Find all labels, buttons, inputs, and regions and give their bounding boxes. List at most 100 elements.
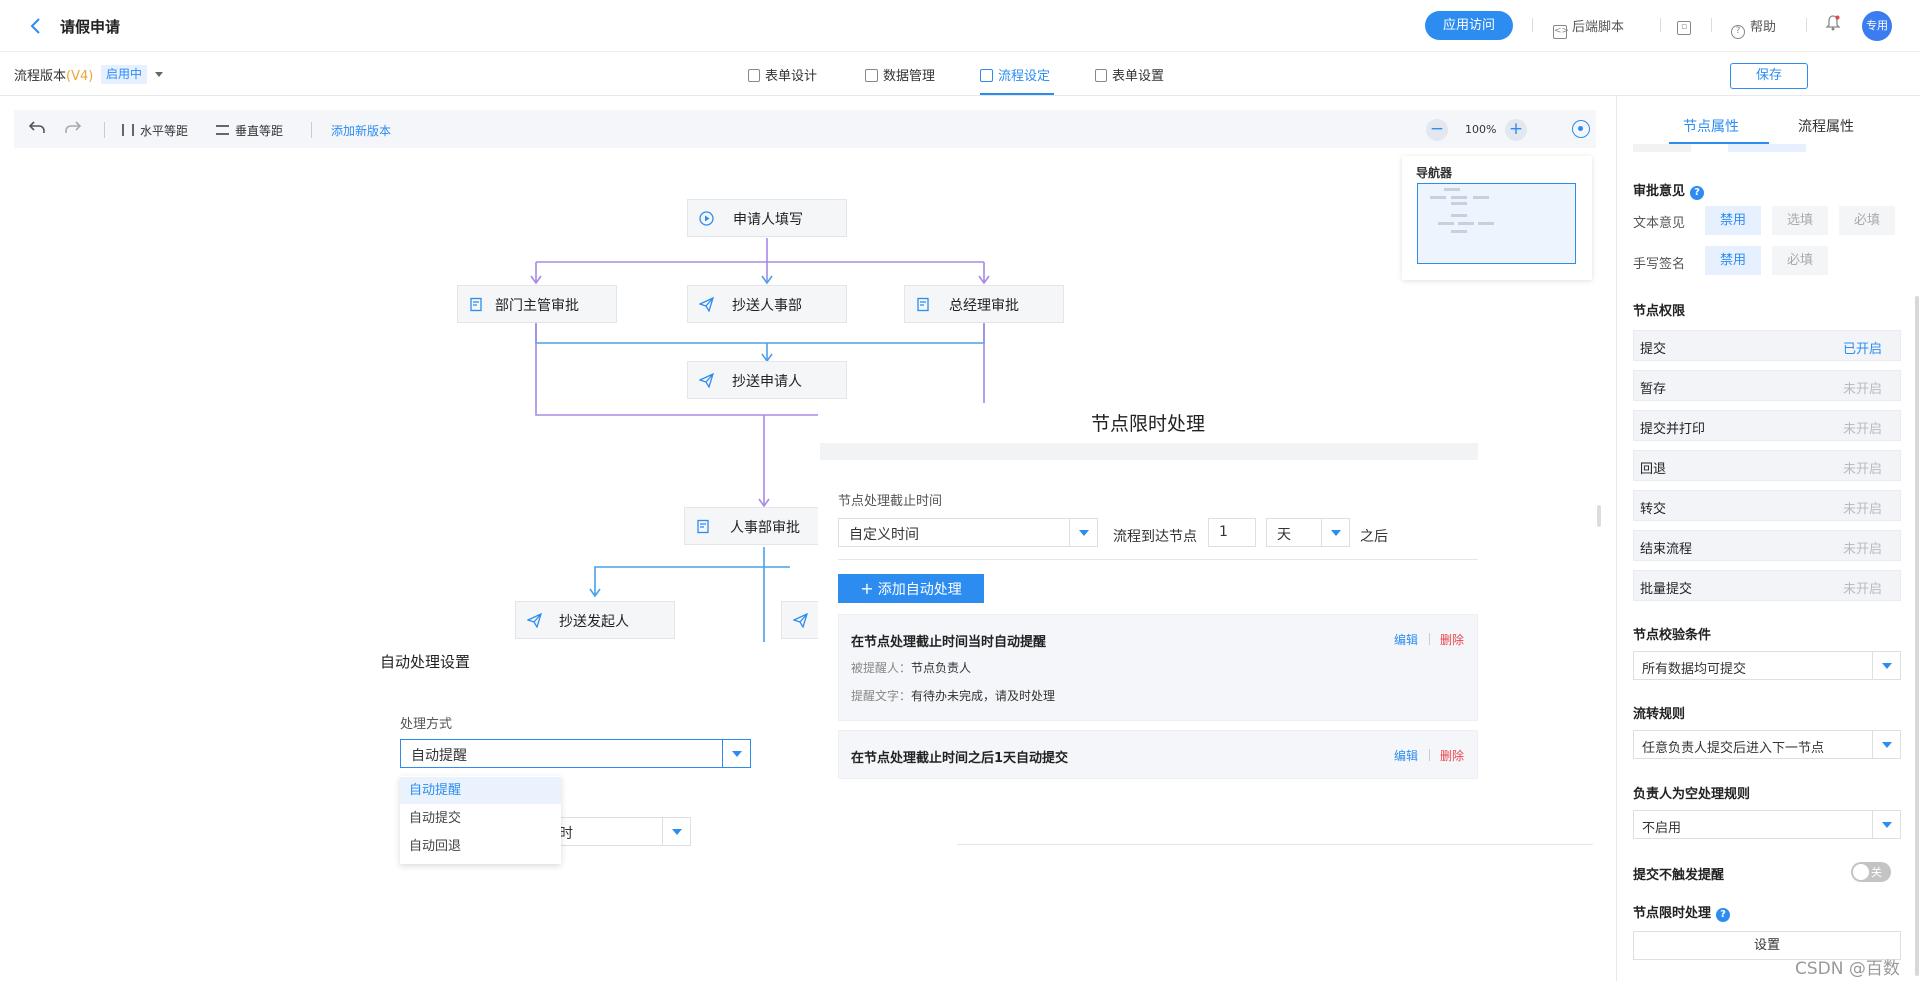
node-label: 部门主管审批 [495,298,579,314]
version-selector[interactable]: 流程版本(V4) [14,65,93,84]
resize-handle[interactable] [1597,505,1601,527]
dialog-title: 自动处理设置 [380,653,471,671]
minimap-node [1451,214,1467,217]
bell-icon[interactable] [1825,15,1841,31]
no-remind-toggle[interactable]: 关 [1851,862,1891,882]
flow-node-gm-approval[interactable]: 总经理审批 [904,285,1064,323]
zoom-in-button[interactable]: + [1505,119,1527,141]
toggle-knob [1853,864,1869,880]
add-new-version-link[interactable]: 添加新版本 [331,124,392,138]
flow-node-cc-applicant[interactable]: 抄送申请人 [687,361,847,399]
approval-opinion-title: 审批意见? [1633,180,1705,200]
flow-node-applicant[interactable]: 申请人填写 [687,199,847,237]
perm-row-end-flow[interactable]: 结束流程未开启 [1633,530,1901,561]
locate-icon[interactable] [1572,120,1590,138]
tab-node-properties[interactable]: 节点属性 [1683,119,1739,135]
zoom-out-button[interactable]: − [1426,119,1448,141]
tab-flow-properties[interactable]: 流程属性 [1798,119,1854,135]
edit-rule-link[interactable]: 编辑 [1394,749,1419,763]
redo-icon[interactable] [64,120,82,140]
tab-form-settings[interactable]: 表单设置 [1095,65,1164,84]
flow-rule-select[interactable]: 任意负责人提交后进入下一节点 [1633,730,1901,759]
flow-node-dept-approval[interactable]: 部门主管审批 [457,285,617,323]
vertical-spacing-button[interactable]: 垂直等距 [216,122,283,139]
flow-node-cc-initiator[interactable]: 抄送发起人 [515,601,675,639]
delete-rule-link[interactable]: 删除 [1440,749,1465,763]
perm-row-save-draft[interactable]: 暂存未开启 [1633,370,1901,401]
select-value: 自动提醒 [411,748,467,764]
horizontal-spacing-button[interactable]: 水平等距 [122,122,188,139]
chevron-down-icon[interactable] [155,72,163,77]
top-bar: 请假申请 应用访问 <>后端脚本 ▫ ?帮助 专用 [0,0,1920,52]
auto-rule-card: 在节点处理截止时间之后1天自动提交 编辑 删除 [838,730,1478,779]
deadline-label: 节点处理截止时间 [838,494,943,509]
perm-status: 未开启 [1842,582,1882,597]
backend-script-label: 后端脚本 [1572,20,1625,35]
perm-row-submit-print[interactable]: 提交并打印未开启 [1633,410,1901,441]
empty-owner-select[interactable]: 不启用 [1633,810,1901,839]
select-value: 时 [559,826,573,842]
check-condition-select[interactable]: 所有数据均可提交 [1633,651,1901,680]
text-opinion-required[interactable]: 必填 [1839,206,1895,235]
handwriting-required[interactable]: 必填 [1772,246,1828,275]
time-limit-settings-button[interactable]: 设置 [1633,931,1901,960]
save-button[interactable]: 保存 [1730,63,1808,89]
avatar[interactable]: 专用 [1862,11,1892,41]
scrollbar[interactable] [1915,296,1919,976]
help-label: 帮助 [1750,20,1777,35]
perm-status: 未开启 [1842,502,1882,517]
node-label: 抄送申请人 [732,374,802,390]
help-icon[interactable]: ? [1716,908,1731,922]
flow-node-hidden[interactable] [781,601,821,639]
flow-node-hr-approval[interactable]: 人事部审批 [684,507,844,545]
handwriting-disabled[interactable]: 禁用 [1705,246,1761,275]
screenshot-link[interactable]: ▫ [1677,16,1696,35]
perm-row-submit[interactable]: 提交已开启 [1633,330,1901,361]
node-permissions-title: 节点权限 [1633,304,1686,319]
dropdown-option[interactable]: 自动回退 [409,839,462,854]
tab-data-management[interactable]: 数据管理 [865,65,935,84]
text-opinion-optional[interactable]: 选填 [1772,206,1828,235]
amount-input[interactable]: 1 [1208,518,1256,547]
behind-select[interactable]: 时 [556,817,691,846]
navigator-panel: 导航器 [1402,156,1592,280]
node-label: 总经理审批 [949,298,1019,314]
toggle-text: 关 [1871,866,1882,879]
flow-node-cc-hr[interactable]: 抄送人事部 [687,285,847,323]
deadline-type-select[interactable]: 自定义时间 [838,518,1098,547]
perm-row-batch-submit[interactable]: 批量提交未开启 [1633,570,1901,601]
h-spacing-label: 水平等距 [140,124,189,138]
properties-panel: 节点属性 流程属性 审批意见? 文本意见 禁用 选填 必填 手写签名 禁用 必填… [1616,96,1920,981]
tab-form-design[interactable]: 表单设计 [748,65,817,84]
chevron-down-icon [1872,731,1900,758]
app-access-button[interactable]: 应用访问 [1425,11,1513,40]
minimap-node [1458,222,1474,225]
unit-select[interactable]: 天 [1266,518,1350,547]
dropdown-option[interactable]: 自动提醒 [400,777,561,804]
back-arrow-icon[interactable] [26,16,46,36]
add-auto-process-button[interactable]: +添加自动处理 [838,574,984,603]
help-link[interactable]: ?帮助 [1731,16,1776,39]
delete-rule-link[interactable]: 删除 [1440,633,1465,647]
perm-row-return[interactable]: 回退未开启 [1633,450,1901,481]
navigator-viewport[interactable] [1417,183,1576,264]
chevron-down-icon [1872,652,1900,679]
backend-script-link[interactable]: <>后端脚本 [1553,16,1624,39]
form-design-icon [748,69,760,82]
no-remind-label: 提交不触发提醒 [1633,868,1725,883]
divider [311,122,312,138]
text-opinion-disabled[interactable]: 禁用 [1705,206,1761,235]
edit-rule-link[interactable]: 编辑 [1394,633,1419,647]
method-select[interactable]: 自动提醒 [400,739,751,768]
select-value: 不启用 [1642,821,1682,836]
tab-label: 数据管理 [883,69,936,84]
divider [1429,749,1430,761]
dropdown-option[interactable]: 自动提交 [409,811,462,826]
help-icon[interactable]: ? [1690,186,1705,200]
undo-icon[interactable] [28,120,46,140]
chevron-down-icon [1321,519,1349,546]
perm-row-transfer[interactable]: 转交未开启 [1633,490,1901,521]
tab-flow-settings[interactable]: 流程设定 [980,65,1050,84]
